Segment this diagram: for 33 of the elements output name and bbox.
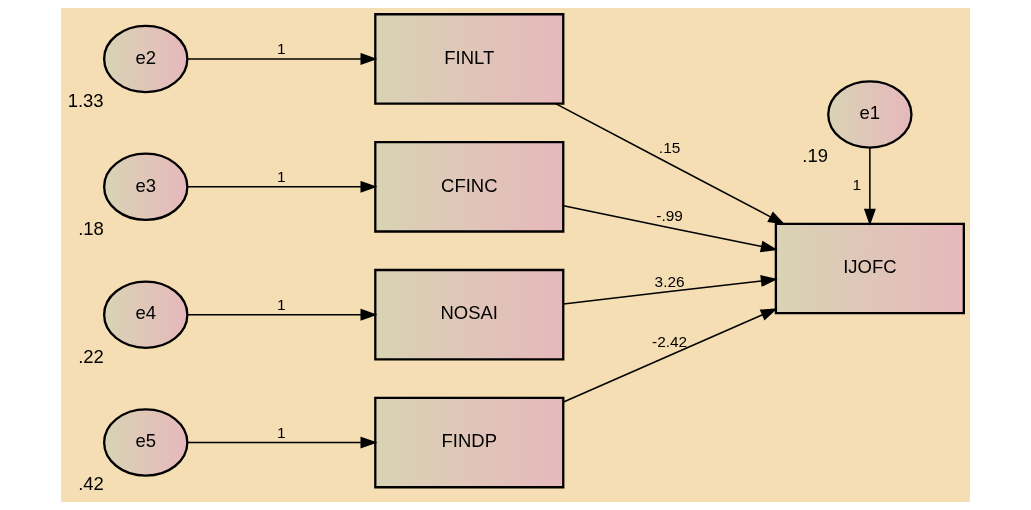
node-box: CFINC xyxy=(374,141,565,233)
node-label: .22 xyxy=(78,345,104,367)
node-label: .18 xyxy=(78,217,104,239)
node-box: FINLT xyxy=(374,13,565,105)
node-box: FINDP xyxy=(374,396,565,489)
arrow xyxy=(554,102,786,225)
node-ellipse: e3 xyxy=(103,152,189,222)
arrow xyxy=(562,308,778,403)
arrow xyxy=(187,53,378,65)
arrow xyxy=(187,180,378,193)
node-label: .19 xyxy=(802,145,829,167)
node-ellipse: e2 xyxy=(103,24,189,94)
edge-label: 1 xyxy=(277,296,286,314)
arrow xyxy=(187,436,378,449)
edge-label: 1 xyxy=(277,40,286,58)
edge-label: -.99 xyxy=(656,206,683,224)
node-ellipse: e5 xyxy=(103,408,189,477)
node-box: NOSAI xyxy=(374,268,565,361)
edge-label: 3.26 xyxy=(654,272,685,290)
node-label: 1.33 xyxy=(67,89,104,111)
edge-label: 1 xyxy=(852,175,862,193)
node-box: IJOFC xyxy=(774,222,965,315)
node-label: .42 xyxy=(78,473,104,495)
edge-label: -2.42 xyxy=(652,333,688,351)
node-ellipse: e1 xyxy=(827,80,913,149)
arrow xyxy=(562,275,778,305)
node-ellipse: e4 xyxy=(103,280,189,349)
edge-label: 1 xyxy=(277,423,286,441)
arrow xyxy=(863,147,876,226)
arrow xyxy=(187,308,378,321)
edge-label: .15 xyxy=(658,138,681,156)
edge-label: 1 xyxy=(277,168,286,186)
arrow xyxy=(562,205,778,253)
